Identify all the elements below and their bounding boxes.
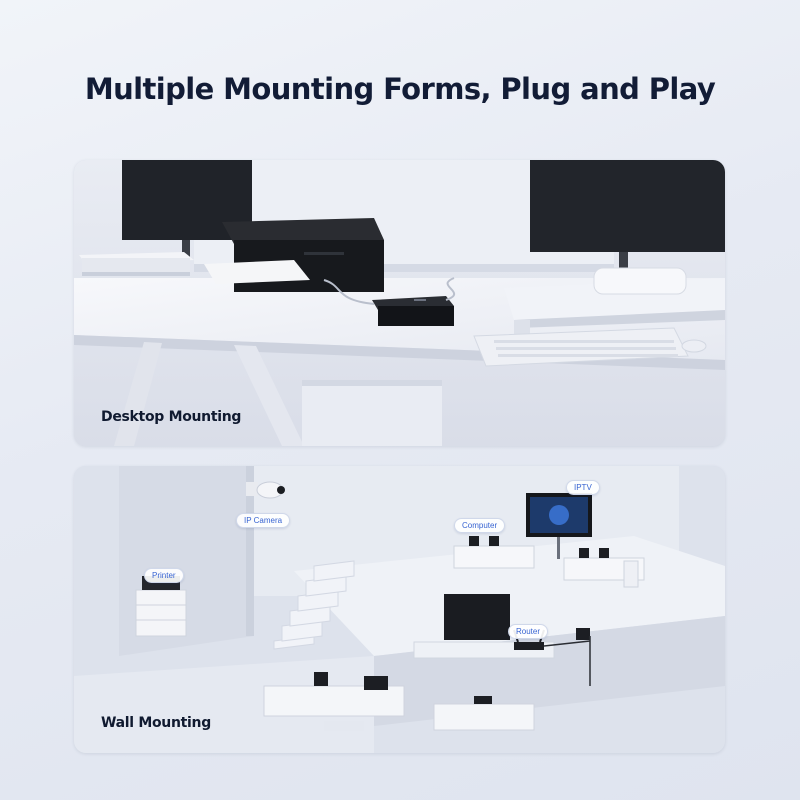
lower-workstations <box>263 672 535 731</box>
book-stack <box>79 252 194 276</box>
wall-mounting-label: Wall Mounting <box>101 715 211 731</box>
iptv-screen <box>526 493 592 559</box>
keyboard <box>473 327 689 367</box>
wall-mounting-panel: IPTV IP Camera Computer Printer Router W… <box>74 466 725 753</box>
printer-callout: Printer <box>144 568 184 583</box>
router-callout: Router <box>508 624 549 639</box>
desktop-mounting-panel: Desktop Mounting <box>74 160 725 446</box>
page-headline: Multiple Mounting Forms, Plug and Play <box>84 72 716 106</box>
monitor-riser <box>504 267 725 348</box>
ip-camera-device <box>246 481 285 499</box>
ip-camera-callout: IP Camera <box>236 513 291 528</box>
desktop-mounting-label: Desktop Mounting <box>101 409 242 425</box>
desktop-scene-illustration <box>74 160 725 446</box>
staircase <box>273 560 355 650</box>
printer-cabinet <box>135 576 187 637</box>
right-monitor <box>530 160 725 274</box>
iptv-callout: IPTV <box>566 480 600 495</box>
computer-callout: Computer <box>454 518 506 533</box>
printer-device <box>204 218 384 292</box>
wall-scene-illustration <box>74 466 725 753</box>
upper-workstations <box>453 536 645 588</box>
poe-switch-device <box>323 277 456 326</box>
mouse <box>681 339 707 353</box>
